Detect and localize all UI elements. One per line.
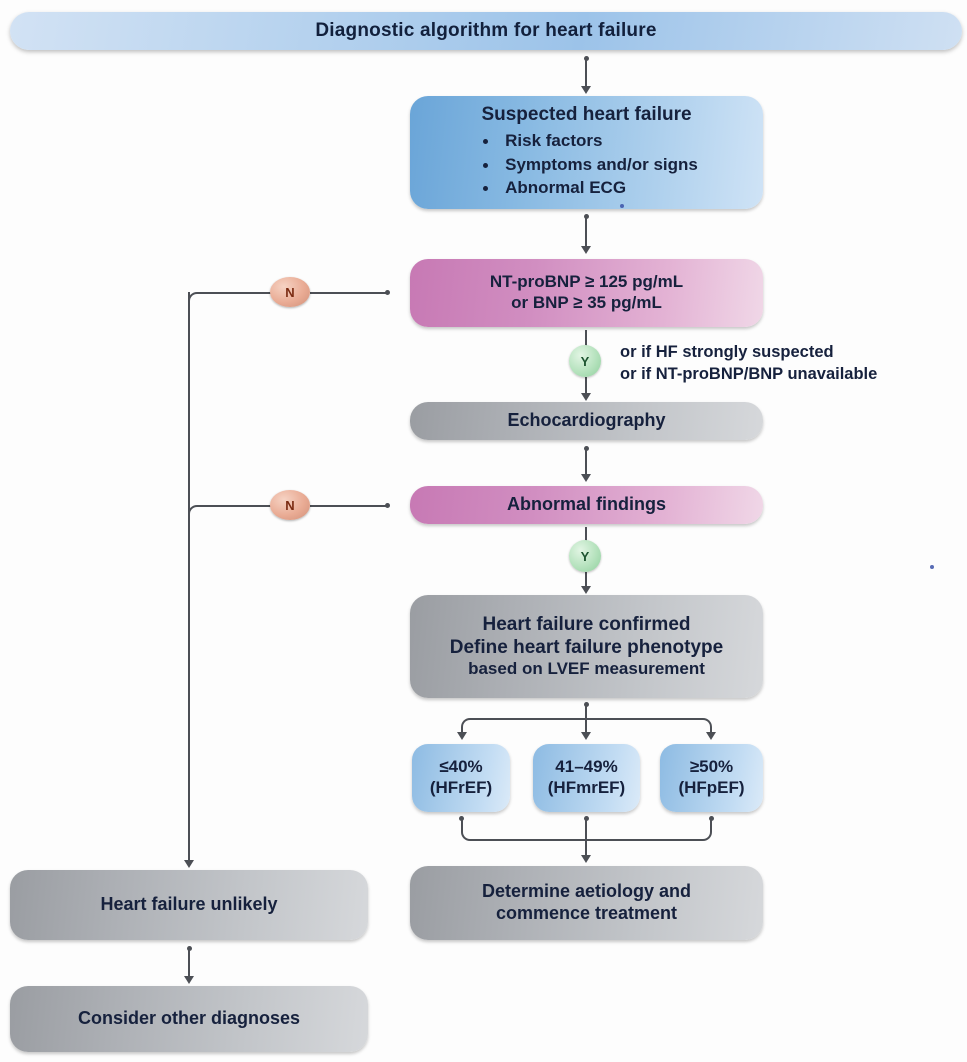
connector-suspected-to-biomarkers [585, 216, 587, 248]
list-item: Risk factors [475, 131, 698, 152]
connector-banner-to-suspected [585, 58, 587, 88]
determine-aetiology-line-1: Determine aetiology and [481, 881, 692, 902]
node-echocardiography[interactable]: Echocardiography [410, 402, 763, 440]
phenotype-name-3: (HFpEF) [678, 778, 745, 797]
node-suspected-heart-failure[interactable]: Suspected heart failure Risk factors Sym… [410, 96, 763, 209]
decision-no-biomarker-label: N [285, 284, 295, 300]
hf-confirmed-line-3: based on LVEF measurement [468, 659, 705, 679]
node-heart-failure-unlikely[interactable]: Heart failure unlikely [10, 870, 368, 940]
decision-yes-findings[interactable]: Y [569, 540, 601, 572]
connector-dot-phenotype-3 [709, 816, 714, 821]
node-phenotype-hfref[interactable]: ≤40% (HFrEF) [412, 744, 510, 812]
decision-yes-biomarker-label: Y [580, 353, 590, 369]
phenotype-range-3: ≥50% [689, 757, 734, 777]
node-abnormal-findings[interactable]: Abnormal findings [410, 486, 763, 524]
arrowhead-merge-to-aetiology [581, 855, 591, 863]
arrowhead-y-to-confirmed [581, 586, 591, 594]
list-item: Abnormal ECG [475, 178, 698, 199]
phenotype-name-2: (HFmrEF) [547, 778, 626, 797]
arrowhead-to-phenotype-2 [581, 732, 591, 740]
abnormal-findings-label: Abnormal findings [507, 494, 666, 515]
scan-speck [930, 565, 934, 569]
chart-title: Diagnostic algorithm for heart failure [315, 20, 657, 41]
bnp-bypass-line-2: or if NT-proBNP/BNP unavailable [620, 365, 878, 384]
hf-unlikely-label: Heart failure unlikely [100, 894, 278, 915]
connector-elbow-phenotype-right [585, 718, 712, 736]
node-natriuretic-peptides[interactable]: NT-proBNP ≥ 125 pg/mL or BNP ≥ 35 pg/mL [410, 259, 763, 327]
arrowhead-suspected-to-biomarkers [581, 246, 591, 254]
biomarker-threshold-line-2: or BNP ≥ 35 pg/mL [511, 293, 662, 312]
connector-y-to-echo [585, 377, 587, 395]
decision-yes-biomarker[interactable]: Y [569, 345, 601, 377]
arrowhead-unlikely-to-consider [184, 976, 194, 984]
connector-biomarkers-to-y [585, 330, 587, 348]
connector-confirmed-stem [585, 704, 587, 720]
node-phenotype-hfpef[interactable]: ≥50% (HFpEF) [660, 744, 763, 812]
connector-y-to-confirmed [585, 572, 587, 588]
connector-merge-stem [585, 819, 587, 857]
hf-confirmed-line-2: Define heart failure phenotype [449, 637, 724, 659]
bnp-bypass-annotation: or if HF strongly suspected or if NT-pro… [620, 341, 877, 386]
phenotype-range-1: ≤40% [439, 757, 483, 777]
arrowhead-to-phenotype-3 [706, 732, 716, 740]
hf-confirmed-line-1: Heart failure confirmed [482, 613, 691, 635]
decision-no-biomarker[interactable]: N [270, 277, 310, 307]
connector-left-rail [188, 292, 190, 862]
connector-no-biomarker-horizontal-left [198, 292, 272, 294]
connector-no-findings-horizontal-left [198, 505, 272, 507]
arrowhead-left-rail-to-unlikely [184, 860, 194, 868]
decision-no-findings[interactable]: N [270, 490, 310, 520]
connector-elbow-phenotype-left [461, 718, 588, 736]
connector-dot-phenotype-1 [459, 816, 464, 821]
biomarker-threshold-line-1: NT-proBNP ≥ 125 pg/mL [489, 272, 684, 292]
echocardiography-label: Echocardiography [507, 410, 666, 431]
arrowhead-banner-to-suspected [581, 86, 591, 94]
decision-no-findings-label: N [285, 497, 295, 513]
phenotype-range-2: 41–49% [555, 757, 618, 777]
arrowhead-y-to-echo [581, 393, 591, 401]
connector-elbow-no-biomarker [188, 292, 202, 308]
connector-elbow-merge-left [461, 819, 588, 841]
node-determine-aetiology[interactable]: Determine aetiology and commence treatme… [410, 866, 763, 940]
decision-yes-findings-label: Y [580, 548, 590, 564]
connector-elbow-merge-right [585, 819, 712, 841]
connector-findings-to-y [585, 527, 587, 541]
connector-unlikely-to-consider [188, 948, 190, 978]
connector-no-findings-horizontal [310, 505, 388, 507]
phenotype-name-1: (HFrEF) [429, 778, 493, 797]
chart-title-banner: Diagnostic algorithm for heart failure [10, 12, 962, 50]
arrowhead-to-phenotype-1 [457, 732, 467, 740]
bnp-bypass-line-1: or if HF strongly suspected [620, 343, 834, 361]
connector-no-biomarker-horizontal [310, 292, 388, 294]
connector-elbow-no-findings [188, 505, 202, 521]
connector-echo-to-findings [585, 448, 587, 476]
list-item: Symptoms and/or signs [475, 155, 698, 176]
node-phenotype-hfmref[interactable]: 41–49% (HFmrEF) [533, 744, 640, 812]
suspected-hf-bullet-list: Risk factors Symptoms and/or signs Abnor… [475, 128, 698, 202]
consider-other-label: Consider other diagnoses [77, 1008, 301, 1029]
node-consider-other-diagnoses[interactable]: Consider other diagnoses [10, 986, 368, 1052]
suspected-hf-heading: Suspected heart failure [481, 103, 692, 125]
scan-speck [620, 204, 624, 208]
arrowhead-echo-to-findings [581, 474, 591, 482]
node-heart-failure-confirmed[interactable]: Heart failure confirmed Define heart fai… [410, 595, 763, 698]
connector-dot-phenotype-2 [584, 816, 589, 821]
determine-aetiology-line-2: commence treatment [495, 903, 678, 923]
